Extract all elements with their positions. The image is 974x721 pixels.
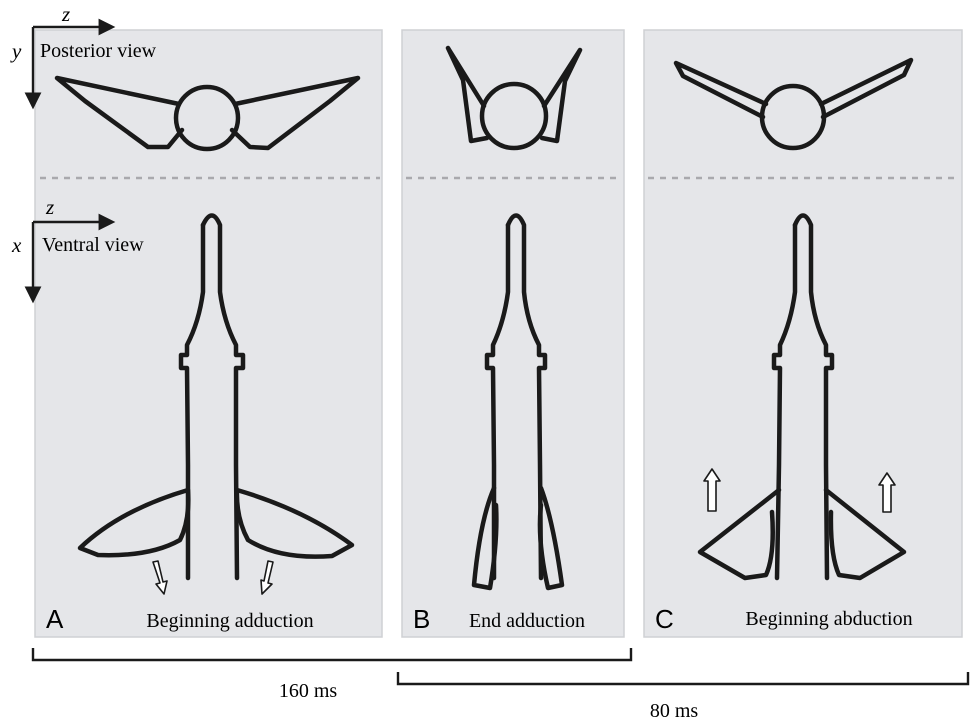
panel-c-background [644,30,962,637]
ventral-x-label: x [11,233,22,257]
panel-c-letter: C [655,604,674,634]
panel-b-background [402,30,624,637]
panel-a-letter: A [46,604,64,634]
timing-bracket-80 [398,672,968,684]
timing-label-80: 80 ms [650,700,699,721]
ventral-view-label: Ventral view [42,234,144,256]
posterior-y-label: y [10,39,22,63]
posterior-view-label: Posterior view [40,40,157,62]
panel-b-letter: B [413,604,430,634]
posterior-z-label: z [61,2,70,26]
ventral-z-label: z [45,195,54,219]
timing-label-160: 160 ms [279,680,338,702]
timing-bracket-160 [33,648,631,660]
panel-c-caption: Beginning abduction [745,608,912,630]
panel-b-caption: End adduction [469,610,585,632]
panel-a-caption: Beginning adduction [146,610,313,632]
panel-a-background [35,30,382,637]
